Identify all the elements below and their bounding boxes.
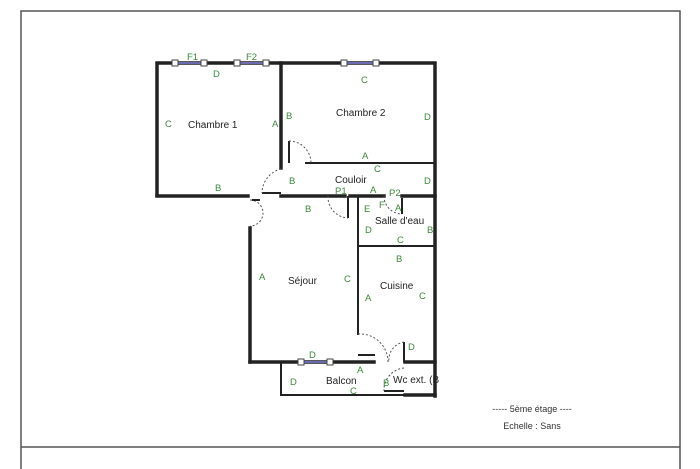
label-f2: F2 — [246, 52, 257, 63]
wall-label: C — [350, 386, 357, 397]
door-wc — [383, 341, 405, 392]
wall-label: C — [397, 235, 404, 246]
wall-label: A — [272, 119, 279, 130]
door-p2 — [383, 195, 403, 215]
wall-label: C — [165, 119, 172, 130]
door-cuisine — [357, 333, 389, 363]
wall-label: C — [419, 291, 426, 302]
wall-label: D — [213, 69, 220, 80]
label-f1: F1 — [187, 52, 198, 63]
wall-label: D — [290, 377, 297, 388]
scale-legend: Echelle : Sans — [503, 421, 561, 431]
wall-label: C — [374, 164, 381, 175]
window-sejour — [297, 358, 334, 366]
wall-label: D — [424, 112, 431, 123]
wall-label: A — [365, 293, 372, 304]
wall-label: D — [365, 225, 372, 236]
wall-label: A — [370, 185, 377, 196]
door-entry — [249, 199, 264, 227]
wall-label: F — [379, 200, 385, 211]
walls — [155, 61, 437, 398]
wall-label: C — [361, 75, 368, 86]
room-chambre2: Chambre 2 — [336, 108, 386, 119]
room-chambre1: Chambre 1 — [188, 120, 238, 131]
wall-label: B — [215, 183, 221, 194]
room-wc: Wc ext. (B — [393, 375, 439, 386]
window-f2 — [233, 59, 270, 67]
wall-label: B — [383, 378, 389, 389]
wall-label: A — [357, 365, 364, 376]
wall-label: B — [305, 204, 311, 215]
wall-label: E — [364, 204, 370, 215]
label-p2: P2 — [389, 188, 401, 199]
wall-label: D — [309, 350, 316, 361]
window-f1 — [171, 59, 208, 67]
room-cuisine: Cuisine — [380, 281, 414, 292]
wall-label: B — [396, 254, 402, 265]
wall-label: B — [427, 225, 433, 236]
door-chambre1 — [261, 168, 282, 194]
room-couloir: Couloir — [335, 175, 367, 186]
room-balcon: Balcon — [326, 376, 357, 387]
wall-label: D — [408, 342, 415, 353]
wall-labels: D C A B B C D A C B D A B E F A D B C B … — [165, 69, 433, 397]
wall-label: A — [259, 272, 266, 283]
wall-label: B — [289, 176, 295, 187]
wall-label: B — [286, 111, 292, 122]
window-chambre2 — [340, 59, 380, 67]
room-salle-deau: Salle d'eau — [375, 216, 424, 227]
label-p1: P1 — [335, 186, 347, 197]
door-p1 — [327, 195, 349, 219]
room-sejour: Séjour — [288, 276, 318, 287]
wall-label: A — [395, 203, 402, 214]
door-chambre2 — [288, 140, 312, 164]
wall-label: A — [362, 151, 369, 162]
page-frame — [20, 10, 681, 469]
floor-legend: ----- 5ème étage ---- — [492, 404, 572, 414]
wall-label: D — [424, 176, 431, 187]
wall-label: C — [344, 274, 351, 285]
